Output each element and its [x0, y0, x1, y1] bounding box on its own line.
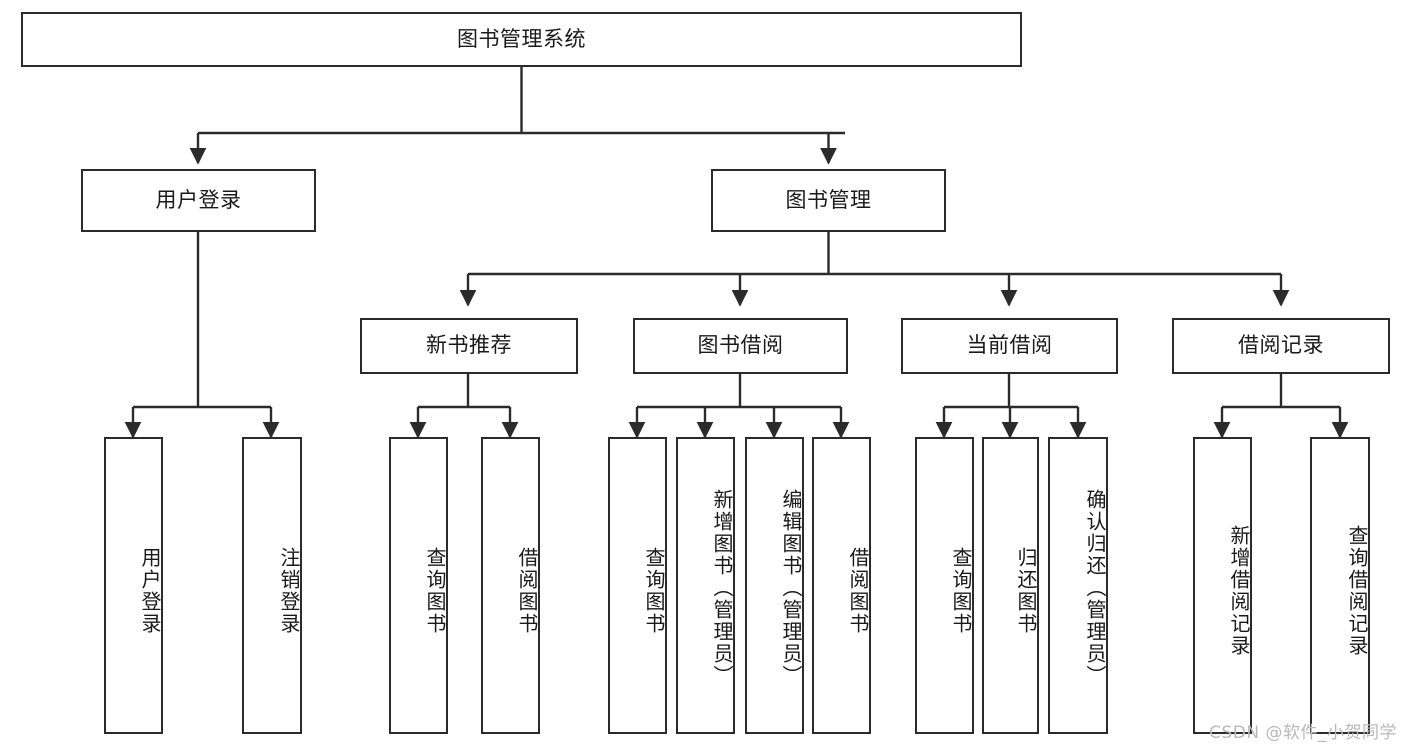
node-label: 图书管理 — [785, 187, 872, 212]
leaf-book-borrow-add-book-admin[interactable]: 新增图书（管理员） — [676, 437, 735, 734]
leaf-book-borrow-query-book[interactable]: 查询图书 — [608, 437, 667, 734]
leaf-borrow-record-add-record[interactable]: 新增借阅记录 — [1193, 437, 1252, 734]
leaf-book-borrow-edit-book-admin[interactable]: 编辑图书（管理员） — [745, 437, 804, 734]
node-label: 图书借阅 — [697, 333, 784, 358]
node-current-borrow[interactable]: 当前借阅 — [901, 318, 1118, 374]
node-label: 注销登录 — [277, 546, 301, 635]
node-label: 借阅记录 — [1238, 333, 1324, 358]
node-book-management[interactable]: 图书管理 — [711, 169, 946, 232]
node-label: 编辑图书（管理员） — [779, 488, 803, 687]
node-label: 查询图书 — [949, 546, 973, 635]
node-label: 新增借阅记录 — [1227, 524, 1251, 657]
node-label: 用户登录 — [138, 546, 162, 635]
node-label: 归还图书 — [1014, 546, 1038, 635]
node-label: 查询借阅记录 — [1345, 524, 1369, 657]
node-label: 借阅图书 — [515, 546, 539, 635]
node-book-borrow[interactable]: 图书借阅 — [633, 318, 848, 374]
node-borrow-record[interactable]: 借阅记录 — [1172, 318, 1390, 374]
node-label: 用户登录 — [155, 187, 242, 212]
node-label: 新增图书（管理员） — [710, 488, 734, 687]
leaf-current-borrow-confirm-return-admin[interactable]: 确认归还（管理员） — [1048, 437, 1108, 734]
leaf-new-book-query-book[interactable]: 查询图书 — [389, 437, 448, 734]
node-label: 查询图书 — [642, 546, 666, 635]
leaf-user-login-login[interactable]: 用户登录 — [104, 437, 163, 734]
csdn-watermark: CSDN @软件_小贺同学 — [1209, 723, 1397, 743]
node-root-book-management-system[interactable]: 图书管理系统 — [21, 12, 1022, 67]
node-new-book-recommend[interactable]: 新书推荐 — [360, 318, 578, 374]
leaf-borrow-record-query-record[interactable]: 查询借阅记录 — [1310, 437, 1370, 734]
node-label: 查询图书 — [423, 546, 447, 635]
leaf-current-borrow-return-book[interactable]: 归还图书 — [982, 437, 1039, 734]
leaf-new-book-borrow-book[interactable]: 借阅图书 — [481, 437, 540, 734]
node-label: 确认归还（管理员） — [1083, 488, 1107, 687]
node-label: 新书推荐 — [426, 333, 512, 358]
leaf-user-login-logout[interactable]: 注销登录 — [242, 437, 302, 734]
node-label: 当前借阅 — [966, 333, 1053, 358]
node-user-login[interactable]: 用户登录 — [81, 169, 316, 232]
node-label: 图书管理系统 — [457, 26, 586, 51]
leaf-current-borrow-query-book[interactable]: 查询图书 — [915, 437, 974, 734]
node-label: 借阅图书 — [846, 546, 870, 635]
leaf-book-borrow-borrow-book[interactable]: 借阅图书 — [812, 437, 871, 734]
